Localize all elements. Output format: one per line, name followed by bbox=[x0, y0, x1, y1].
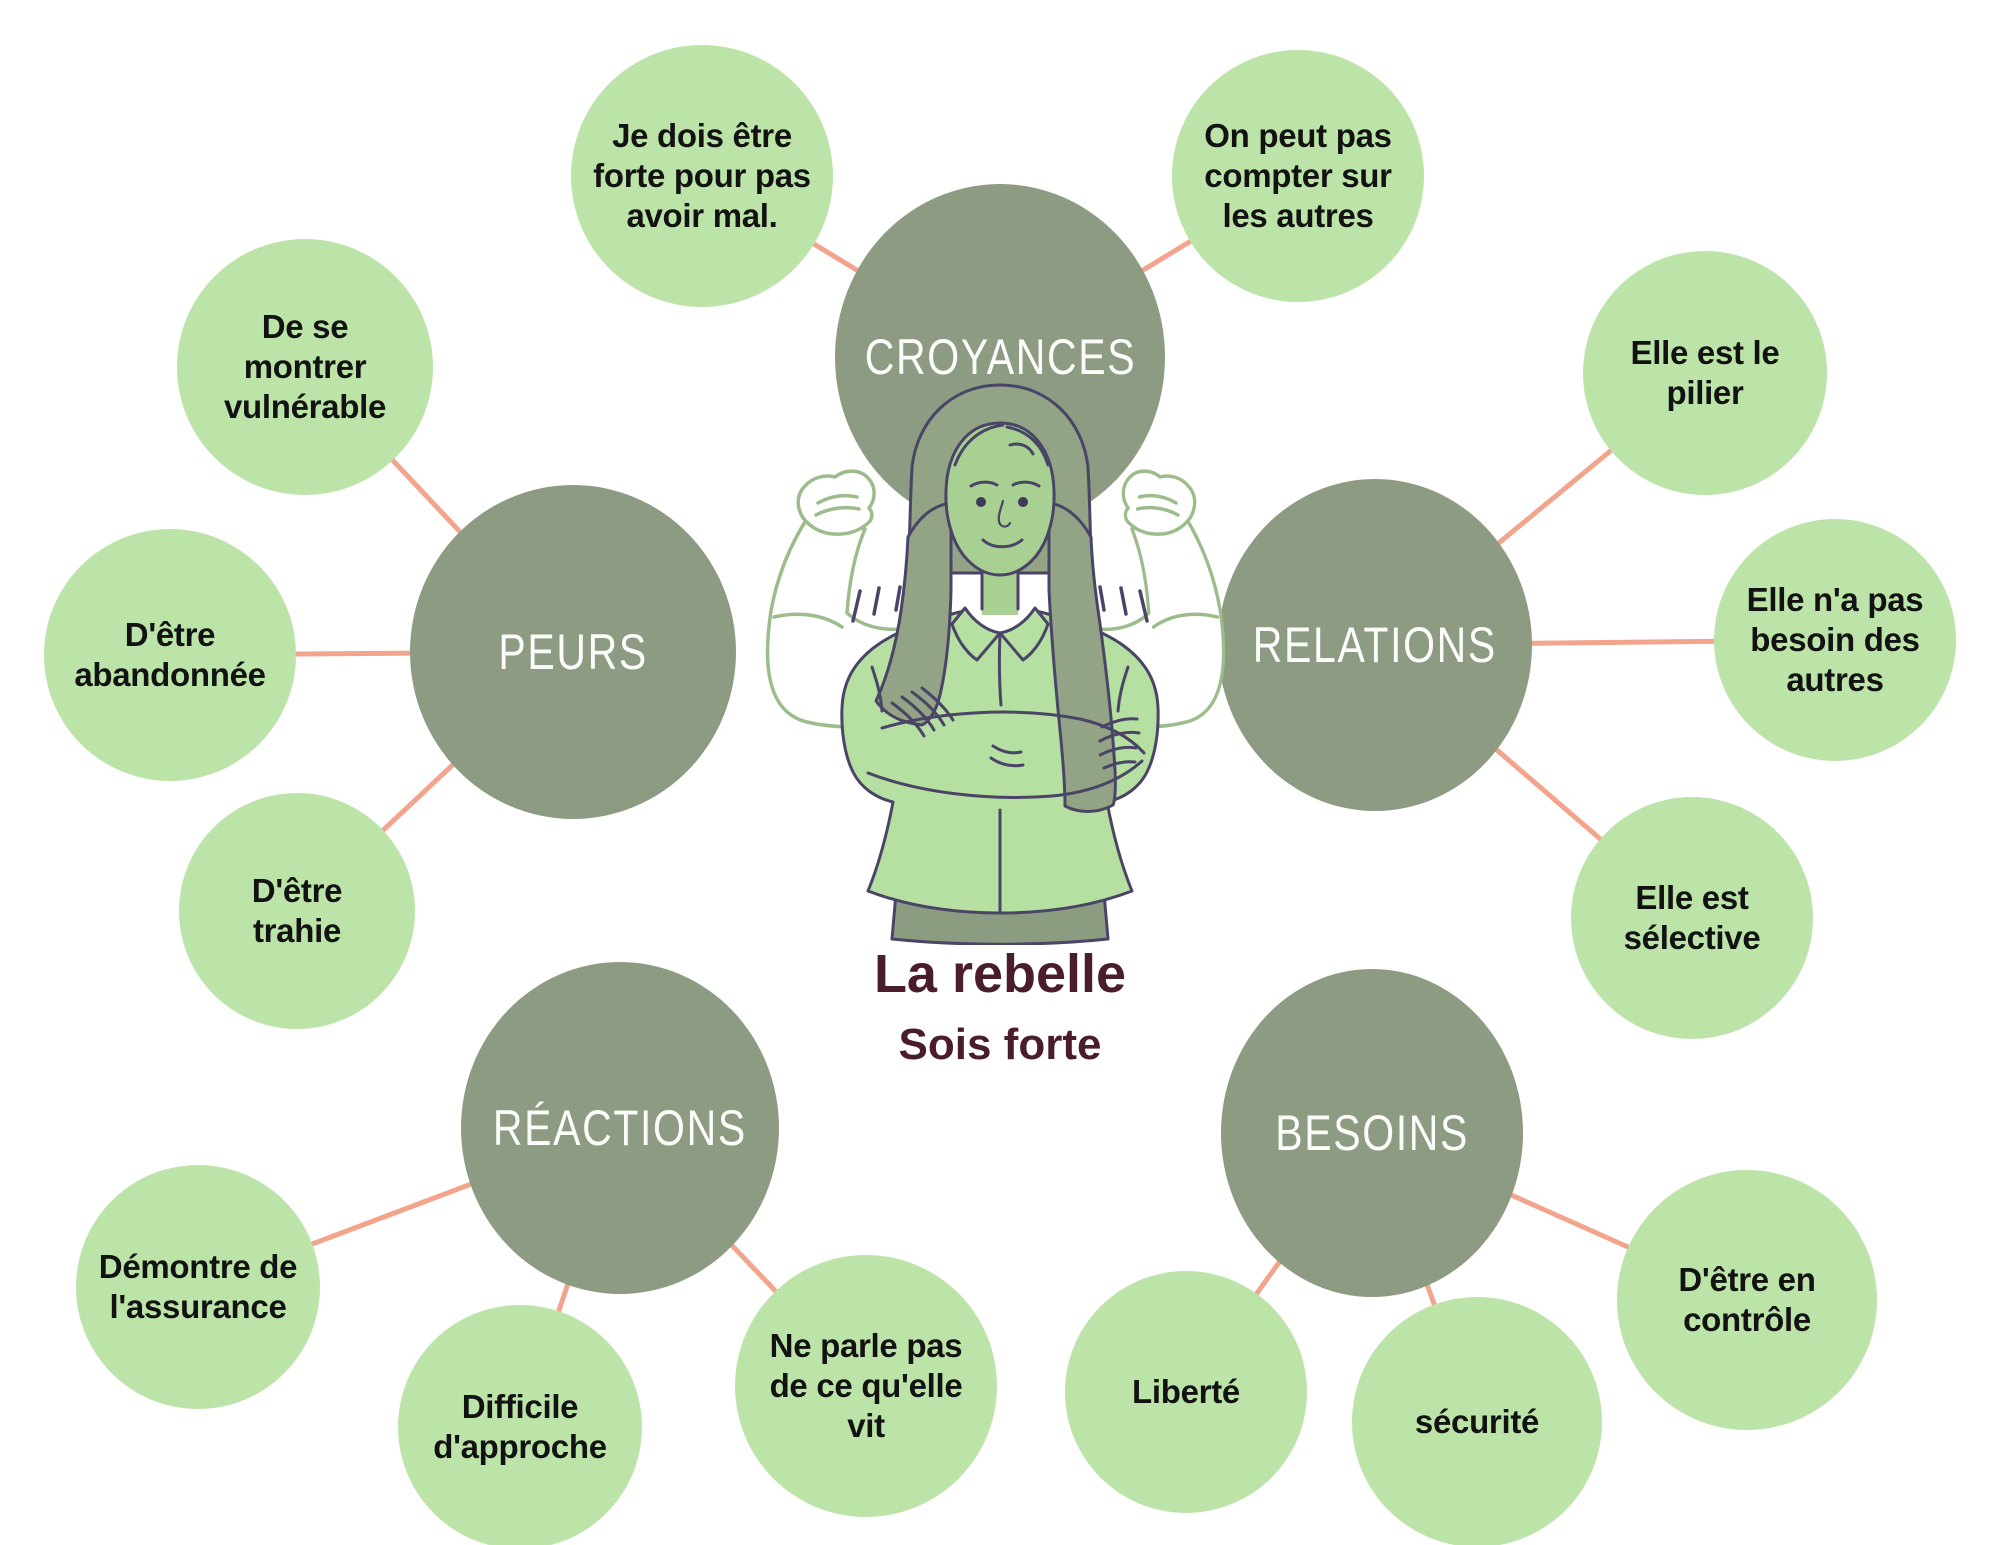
category-croyances-label: CROYANCES bbox=[864, 329, 1136, 385]
satellite-text: Ne parle pas de ce qu'elle vit bbox=[769, 1326, 963, 1445]
woman-strong-arms-illustration bbox=[765, 383, 1226, 945]
satellite-text: Elle est le pilier bbox=[1630, 333, 1780, 411]
category-reactions-label: RÉACTIONS bbox=[493, 1100, 747, 1156]
satellite-text: Elle est sélective bbox=[1623, 878, 1761, 956]
category-besoins: BESOINS bbox=[1221, 969, 1523, 1297]
category-relations-label: RELATIONS bbox=[1252, 617, 1498, 673]
category-peurs: PEURS bbox=[410, 485, 736, 819]
satellite-text: D'être en contrôle bbox=[1678, 1260, 1816, 1338]
satellite-d-etre-abandonnee: D'être abandonnée bbox=[44, 529, 296, 781]
satellite-elle-est-le-pilier: Elle est le pilier bbox=[1583, 251, 1827, 495]
page-subtitle: Sois forte bbox=[898, 1020, 1102, 1069]
satellite-de-se-montrer-vulnerable: De se montrer vulnérable bbox=[177, 239, 433, 495]
satellite-demontre-de-l-assurance: Démontre de l'assurance bbox=[76, 1165, 320, 1409]
satellite-je-dois-etre-forte: Je dois être forte pour pas avoir mal. bbox=[571, 45, 833, 307]
category-besoins-label: BESOINS bbox=[1275, 1105, 1469, 1161]
emphasis-dashes bbox=[851, 585, 1149, 623]
category-relations: RELATIONS bbox=[1218, 479, 1532, 811]
satellite-text: D'être abandonnée bbox=[74, 615, 266, 693]
satellite-text: Difficile d'approche bbox=[433, 1387, 607, 1465]
satellite-text: Je dois être forte pour pas avoir mal. bbox=[593, 116, 811, 235]
satellite-elle-est-selective: Elle est sélective bbox=[1571, 797, 1813, 1039]
satellite-d-etre-en-controle: D'être en contrôle bbox=[1617, 1170, 1877, 1430]
satellite-text: Démontre de l'assurance bbox=[98, 1247, 298, 1325]
satellite-ne-parle-pas: Ne parle pas de ce qu'elle vit bbox=[735, 1255, 997, 1517]
page-title: La rebelle bbox=[873, 944, 1127, 1004]
satellite-text: On peut pas compter sur les autres bbox=[1204, 116, 1392, 235]
woman-figure bbox=[840, 383, 1160, 945]
category-reactions: RÉACTIONS bbox=[461, 962, 779, 1294]
satellite-on-peut-pas-compter: On peut pas compter sur les autres bbox=[1172, 50, 1424, 302]
category-peurs-label: PEURS bbox=[498, 624, 648, 680]
satellite-difficile-d-approche: Difficile d'approche bbox=[398, 1305, 642, 1545]
satellite-text: De se montrer vulnérable bbox=[223, 307, 387, 426]
satellite-text: D'être trahie bbox=[251, 871, 343, 949]
satellite-text: Liberté bbox=[1132, 1372, 1240, 1410]
satellite-securite: sécurité bbox=[1352, 1297, 1602, 1545]
satellite-elle-n-a-pas-besoin: Elle n'a pas besoin des autres bbox=[1714, 519, 1956, 761]
satellite-d-etre-trahie: D'être trahie bbox=[179, 793, 415, 1029]
satellite-text: Elle n'a pas besoin des autres bbox=[1746, 580, 1924, 699]
satellite-liberte: Liberté bbox=[1065, 1271, 1307, 1513]
satellite-text: sécurité bbox=[1414, 1402, 1540, 1440]
